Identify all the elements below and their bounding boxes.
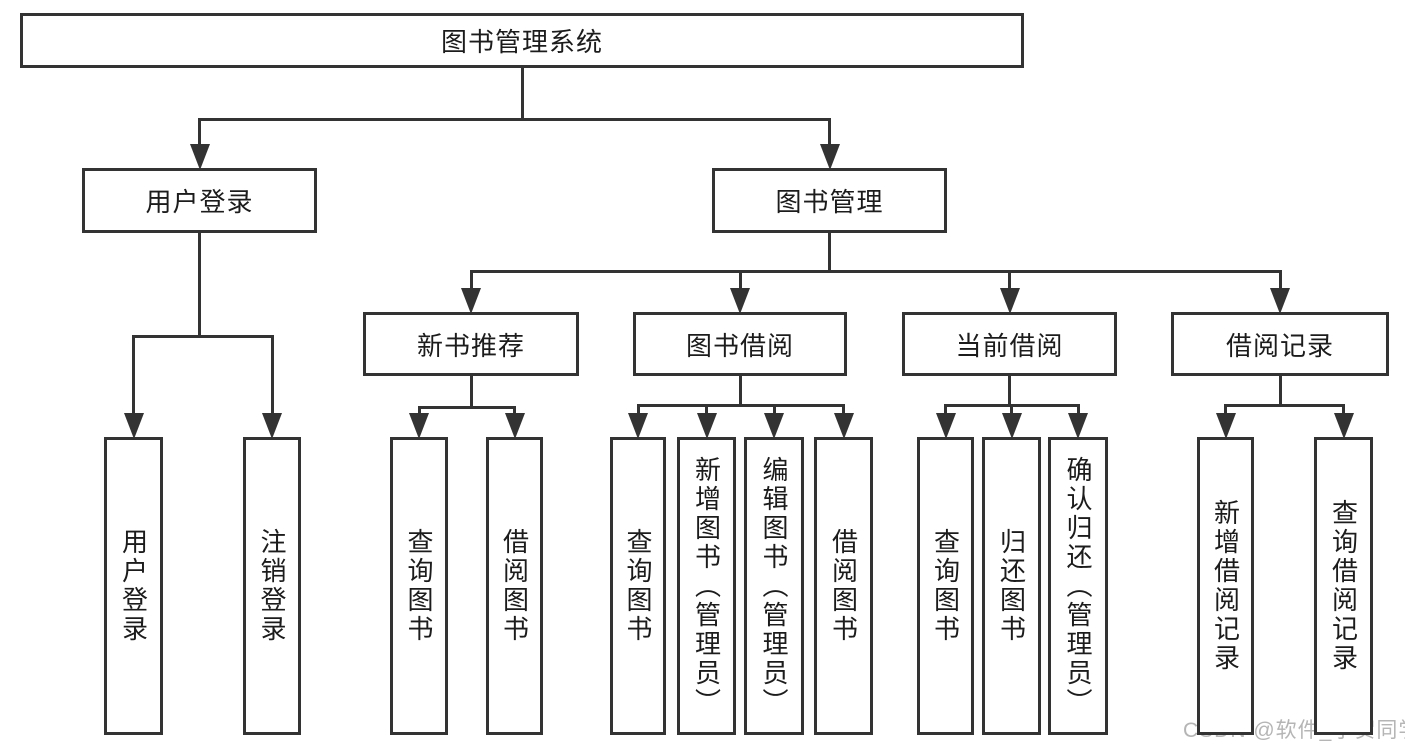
node-leaf-bb-add: 新增图书（管理员）	[677, 437, 736, 735]
connector-line	[944, 404, 947, 414]
arrow-down-icon	[504, 413, 525, 439]
node-label-leaf-bb-edit: 编辑图书（管理员）	[759, 455, 789, 717]
node-label-book-mgmt: 图书管理	[775, 187, 884, 217]
connector-line	[1342, 404, 1345, 414]
node-leaf-br-query: 查询借阅记录	[1314, 437, 1373, 735]
node-label-book-borrow: 图书借阅	[685, 330, 794, 361]
connector-line	[1008, 376, 1011, 407]
node-leaf-bb-borrow: 借阅图书	[814, 437, 873, 735]
node-leaf-nb-query: 查询图书	[390, 437, 448, 735]
node-leaf-nb-borrow: 借阅图书	[486, 437, 543, 735]
connector-line	[1008, 270, 1011, 289]
node-label-leaf-user-login: 用户登录	[118, 528, 149, 644]
connector-line	[636, 404, 845, 407]
connector-line	[198, 118, 201, 145]
connector-line	[469, 270, 1282, 273]
connector-line	[469, 270, 473, 289]
node-label-user-login: 用户登录	[145, 187, 254, 217]
connector-line	[738, 270, 742, 289]
arrow-down-icon	[935, 413, 956, 439]
node-user-login: 用户登录	[82, 168, 317, 233]
node-label-leaf-cb-confirm: 确认归还（管理员）	[1063, 455, 1093, 717]
node-label-leaf-cb-query: 查询图书	[930, 528, 961, 644]
connector-line	[636, 404, 640, 414]
node-label-current-borrow: 当前借阅	[955, 330, 1064, 361]
node-leaf-bb-query: 查询图书	[610, 437, 666, 735]
node-label-borrow-records: 借阅记录	[1225, 330, 1334, 361]
arrow-down-icon	[833, 413, 854, 439]
node-new-books: 新书推荐	[363, 312, 579, 376]
connector-line	[132, 335, 274, 338]
connector-line	[417, 406, 421, 414]
arrow-down-icon	[409, 413, 429, 439]
connector-line	[270, 335, 274, 414]
arrow-down-icon	[1333, 413, 1354, 439]
arrow-down-icon	[628, 413, 648, 439]
connector-line	[198, 233, 201, 338]
node-book-mgmt: 图书管理	[712, 168, 947, 233]
node-label-root: 图书管理系统	[440, 27, 603, 57]
arrow-down-icon	[696, 413, 717, 439]
node-label-leaf-bb-borrow: 借阅图书	[828, 528, 859, 644]
arrow-down-icon	[764, 413, 784, 439]
connector-line	[705, 404, 708, 414]
arrow-down-icon	[1001, 413, 1022, 439]
node-label-new-books: 新书推荐	[416, 330, 525, 361]
node-label-leaf-nb-borrow: 借阅图书	[499, 528, 530, 644]
node-label-leaf-br-add: 新增借阅记录	[1210, 499, 1241, 673]
arrow-down-icon	[262, 413, 282, 439]
node-label-leaf-bb-add: 新增图书（管理员）	[691, 455, 722, 717]
connector-line	[1224, 404, 1345, 407]
arrow-down-icon	[999, 288, 1020, 314]
node-leaf-user-login: 用户登录	[104, 437, 163, 735]
connector-line	[132, 335, 135, 414]
node-leaf-bb-edit: 编辑图书（管理员）	[744, 437, 804, 735]
node-leaf-logout: 注销登录	[243, 437, 301, 735]
connector-line	[198, 118, 831, 121]
node-root: 图书管理系统	[20, 13, 1024, 68]
node-leaf-cb-confirm: 确认归还（管理员）	[1048, 437, 1108, 735]
connector-line	[1224, 404, 1227, 414]
connector-line	[1278, 270, 1282, 289]
connector-line	[520, 68, 524, 121]
arrow-down-icon	[819, 144, 840, 170]
node-leaf-cb-return: 归还图书	[982, 437, 1041, 735]
arrow-down-icon	[1215, 413, 1236, 439]
connector-line	[1278, 376, 1282, 407]
connector-line	[417, 406, 516, 409]
arrow-down-icon	[1068, 413, 1088, 439]
connector-line	[1010, 404, 1013, 414]
connector-line	[469, 376, 473, 409]
connector-line	[772, 404, 776, 414]
node-label-leaf-cb-return: 归还图书	[996, 528, 1027, 644]
node-label-leaf-bb-query: 查询图书	[623, 528, 653, 644]
arrow-down-icon	[730, 288, 750, 314]
connector-line	[828, 118, 831, 145]
node-borrow-records: 借阅记录	[1171, 312, 1389, 376]
arrow-down-icon	[189, 144, 210, 170]
connector-line	[1076, 404, 1080, 414]
node-book-borrow: 图书借阅	[633, 312, 847, 376]
connector-line	[738, 376, 742, 407]
connector-line	[513, 406, 516, 414]
connector-line	[842, 404, 845, 414]
arrow-down-icon	[123, 413, 144, 439]
arrow-down-icon	[1270, 288, 1290, 314]
node-leaf-br-add: 新增借阅记录	[1197, 437, 1254, 735]
node-label-leaf-nb-query: 查询图书	[404, 528, 434, 644]
node-leaf-cb-query: 查询图书	[917, 437, 974, 735]
node-label-leaf-logout: 注销登录	[257, 528, 287, 644]
connector-line	[828, 233, 831, 273]
node-label-leaf-br-query: 查询借阅记录	[1328, 499, 1359, 673]
node-current-borrow: 当前借阅	[902, 312, 1117, 376]
arrow-down-icon	[461, 288, 481, 314]
